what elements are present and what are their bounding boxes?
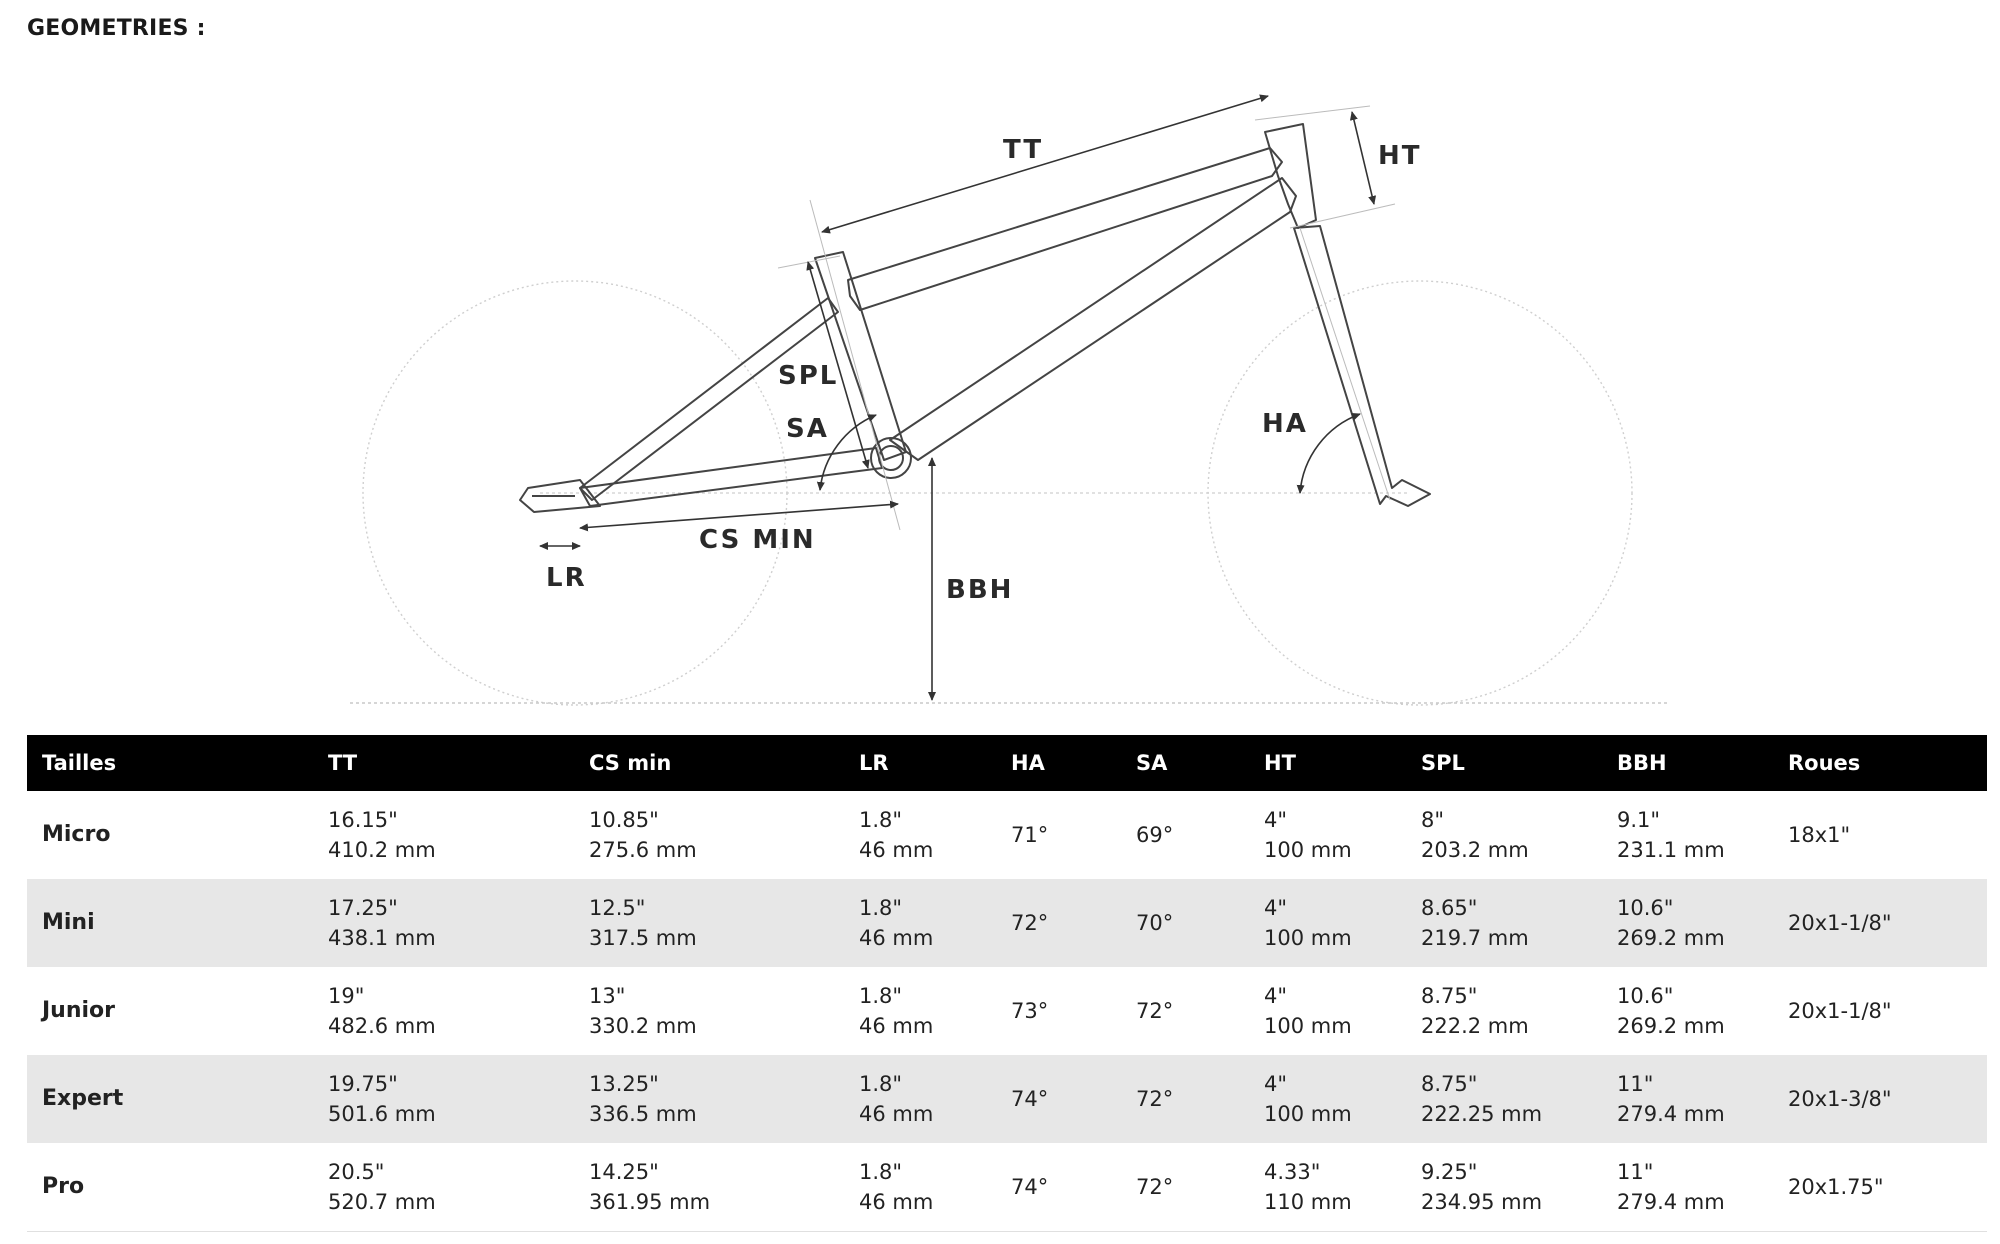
spl-cell: 8.75"222.2 mm (1421, 984, 1529, 1038)
size-cell: Mini (27, 879, 313, 967)
roues-cell: 20x1-1/8" (1773, 879, 1987, 967)
cs-cell: 13.25"336.5 mm (574, 1055, 844, 1143)
bike-geometry-diagram: TT HT SPL SA HA CS MIN LR BBH (350, 94, 1670, 706)
ha-cell: 71° (1011, 823, 1049, 847)
col-header-lr: LR (844, 735, 996, 791)
table-row: Pro 20.5"520.7 mm 14.25"361.95 mm 1.8"46… (27, 1143, 1987, 1232)
lr-cell: 1.8"46 mm (844, 879, 996, 967)
page-title: GEOMETRIES : (27, 16, 206, 41)
col-header-roues: Roues (1773, 735, 1987, 791)
ht-arrow (1349, 111, 1377, 205)
label-ha: HA (1262, 409, 1308, 439)
table-row: Micro 16.15"410.2 mm 10.85"275.6 mm 1.8"… (27, 791, 1987, 879)
size-cell: Pro (27, 1143, 313, 1232)
sa-cell: 72° (1121, 1143, 1249, 1232)
roues-cell: 20x1.75" (1773, 1143, 1987, 1232)
ht-cell: 4"100 mm (1249, 1055, 1406, 1143)
label-cs-min: CS MIN (699, 525, 816, 555)
table-header-row: Tailles TT CS min LR HA SA HT SPL BBH Ro… (27, 735, 1987, 791)
lr-cell: 1.8"46 mm (844, 1055, 996, 1143)
spl-cell: 8.65"219.7 mm (1406, 879, 1602, 967)
ha-cell: 74° (996, 1055, 1121, 1143)
size-cell: Junior (42, 998, 116, 1023)
tt-cell: 20.5"520.7 mm (313, 1143, 574, 1232)
col-header-bbh: BBH (1602, 735, 1773, 791)
col-header-sa: SA (1121, 735, 1249, 791)
col-header-ht: HT (1249, 735, 1406, 791)
table-row: Mini 17.25"438.1 mm 12.5"317.5 mm 1.8"46… (27, 879, 1987, 967)
roues-cell: 20x1-3/8" (1773, 1055, 1987, 1143)
label-tt: TT (1003, 135, 1043, 165)
ha-arc (1296, 413, 1361, 494)
size-cell: Expert (27, 1055, 313, 1143)
bike-frame (519, 123, 1431, 513)
cs-cell: 14.25"361.95 mm (574, 1143, 844, 1232)
geometry-table: Tailles TT CS min LR HA SA HT SPL BBH Ro… (27, 735, 1987, 1232)
ha-cell: 73° (1011, 999, 1049, 1023)
cs-cell: 10.85"275.6 mm (589, 808, 697, 862)
label-ht: HT (1378, 141, 1422, 171)
spl-cell: 8.75"222.25 mm (1406, 1055, 1602, 1143)
lr-cell: 1.8"46 mm (844, 1143, 996, 1232)
lr-cell: 1.8"46 mm (859, 984, 934, 1038)
ht-cell: 4"100 mm (1264, 808, 1352, 862)
dimension-guides (777, 105, 1396, 531)
col-header-tailles: Tailles (27, 735, 313, 791)
sa-cell: 70° (1121, 879, 1249, 967)
ht-cell: 4"100 mm (1264, 984, 1352, 1038)
sa-cell: 69° (1136, 823, 1174, 847)
bbh-cell: 10.6"269.2 mm (1617, 984, 1725, 1038)
col-header-tt: TT (313, 735, 574, 791)
sa-arc (816, 414, 877, 491)
ht-cell: 4.33"110 mm (1249, 1143, 1406, 1232)
tt-cell: 16.15"410.2 mm (328, 808, 436, 862)
label-sa: SA (786, 414, 829, 444)
rear-wheel-outline (362, 280, 788, 706)
ha-cell: 74° (996, 1143, 1121, 1232)
front-wheel-outline (1207, 280, 1633, 706)
cs-cell: 12.5"317.5 mm (574, 879, 844, 967)
size-cell: Micro (42, 822, 111, 847)
tt-cell: 17.25"438.1 mm (313, 879, 574, 967)
cs-min-arrow (579, 500, 899, 532)
sa-cell: 72° (1136, 999, 1174, 1023)
cs-cell: 13"330.2 mm (589, 984, 697, 1038)
tt-cell: 19.75"501.6 mm (313, 1055, 574, 1143)
roues-cell: 18x1" (1788, 823, 1851, 847)
label-spl: SPL (778, 361, 838, 391)
spl-cell: 8"203.2 mm (1421, 808, 1529, 862)
sa-cell: 72° (1121, 1055, 1249, 1143)
col-header-cs-min: CS min (574, 735, 844, 791)
col-header-ha: HA (996, 735, 1121, 791)
bbh-cell: 9.1"231.1 mm (1617, 808, 1725, 862)
roues-cell: 20x1-1/8" (1788, 999, 1892, 1023)
table-row: Junior 19"482.6 mm 13"330.2 mm 1.8"46 mm… (27, 967, 1987, 1055)
col-header-spl: SPL (1406, 735, 1602, 791)
bbh-cell: 10.6"269.2 mm (1602, 879, 1773, 967)
table-row: Expert 19.75"501.6 mm 13.25"336.5 mm 1.8… (27, 1055, 1987, 1143)
dimension-arrows (539, 94, 1377, 701)
tt-arrow (821, 94, 1269, 234)
bbh-cell: 11"279.4 mm (1602, 1143, 1773, 1232)
tt-cell: 19"482.6 mm (328, 984, 436, 1038)
bbh-cell: 11"279.4 mm (1602, 1055, 1773, 1143)
label-bbh: BBH (946, 575, 1013, 605)
label-lr: LR (546, 563, 587, 593)
spl-cell: 9.25"234.95 mm (1406, 1143, 1602, 1232)
lr-cell: 1.8"46 mm (859, 808, 934, 862)
ht-cell: 4"100 mm (1249, 879, 1406, 967)
ha-cell: 72° (996, 879, 1121, 967)
